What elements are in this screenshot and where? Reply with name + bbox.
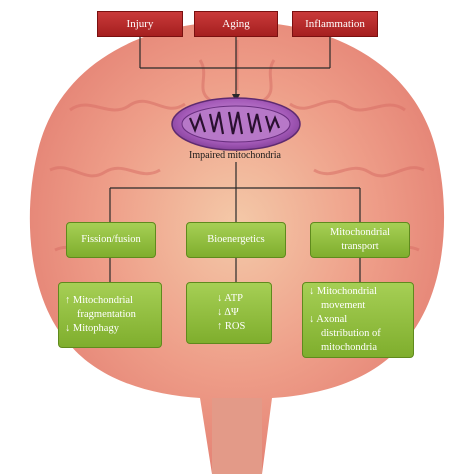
fission-fusion-detail-line: ↓ Mitophagy: [65, 323, 119, 335]
category-transport-box: Mitochondrial transport: [310, 222, 410, 258]
category-fission-fusion-label: Fission/fusion: [81, 233, 141, 245]
transport-detail-line: mitochondria: [321, 342, 377, 354]
bioenergetics-detail-line: ↓ ATP: [217, 292, 243, 304]
transport-detail-line: distribution of: [321, 328, 381, 340]
cause-injury-box: Injury: [97, 11, 183, 37]
brainstem: [212, 398, 262, 474]
cause-injury-label: Injury: [126, 18, 154, 30]
cause-inflammation-label: Inflammation: [305, 18, 365, 30]
transport-detail-line: ↓ Mitochondrial: [309, 285, 377, 297]
cause-aging-box: Aging: [194, 11, 278, 37]
fission-fusion-detail-line: ↑ Mitochondrial: [65, 294, 133, 306]
mitochondrion-icon: [171, 97, 301, 151]
cause-inflammation-box: Inflammation: [292, 11, 378, 37]
cause-aging-label: Aging: [222, 18, 250, 30]
bioenergetics-detail-line: ↑ ROS: [217, 321, 246, 333]
category-bioenergetics-box: Bioenergetics: [186, 222, 286, 258]
fission-fusion-detail-line: fragmentation: [77, 308, 136, 320]
impaired-mitochondria-label: Impaired mitochondria: [189, 150, 281, 161]
transport-details-box: ↓ Mitochondrial movement ↓ Axonal distri…: [302, 282, 414, 358]
connector-lines: [109, 37, 361, 282]
category-transport-label: Mitochondrial transport: [329, 226, 391, 252]
transport-detail-line: movement: [321, 299, 366, 311]
category-fission-fusion-box: Fission/fusion: [66, 222, 156, 258]
transport-detail-line: ↓ Axonal: [309, 313, 348, 325]
brain-folds: [49, 40, 425, 315]
category-bioenergetics-label: Bioenergetics: [207, 233, 265, 245]
fission-fusion-details-box: ↑ Mitochondrial fragmentation ↓ Mitophag…: [58, 282, 162, 348]
bioenergetics-details-box: ↓ ATP ↓ ΔΨ ↑ ROS: [186, 282, 272, 344]
bioenergetics-detail-line: ↓ ΔΨ: [217, 306, 239, 318]
